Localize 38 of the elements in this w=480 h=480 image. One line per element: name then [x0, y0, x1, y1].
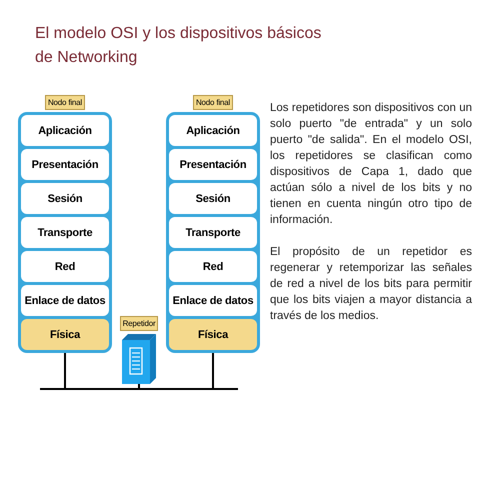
connection-line [212, 350, 214, 388]
layer-name: Sesión [48, 192, 82, 206]
layer-name: Enlace de datos [172, 294, 254, 308]
device-tag: Nodo final [192, 95, 234, 110]
device-tag: Nodo final [44, 95, 86, 110]
layer-name: Transporte [38, 226, 92, 240]
layer-name: Red [54, 260, 76, 274]
network-bus-line [40, 388, 238, 390]
connection-line [138, 384, 140, 388]
body-paragraph: Los repetidores son dispositivos con un solo puerto "de entrada" y un solo puerto "de salida". En el modelo OSI, los repetidores se clasifican como dispositivos de Capa 1, dado que actúan sólo a nivel de los bits y no tienen en cuenta ningún otro tipo de información. [270, 101, 472, 228]
osi-layer-box [169, 285, 257, 316]
layer-name: Física [198, 328, 228, 342]
body-paragraph: El propósito de un repetidor es regenerar y retemporizar las señales de red a nivel de los bits para permitir que los bits viajen a mayor distancia a través de los medios. [270, 245, 472, 324]
osi-layer-box [169, 251, 257, 282]
layer-name: Aplicación [186, 124, 240, 138]
osi-layer-box [169, 115, 257, 146]
slide-title: El modelo OSI y los dispositivos básicos de Networking [35, 24, 322, 68]
osi-layer-box [21, 251, 109, 282]
layer-name: Física [50, 328, 80, 342]
osi-layer-box [169, 183, 257, 214]
osi-layer-box [21, 115, 109, 146]
connection-line [64, 350, 66, 388]
osi-layer-box [21, 149, 109, 180]
osi-layer-box [21, 183, 109, 214]
layer-name: Presentación [180, 158, 246, 172]
osi-layer-box [21, 217, 109, 248]
layer-name: Aplicación [38, 124, 92, 138]
osi-layer-box [169, 217, 257, 248]
osi-layer-box [21, 285, 109, 316]
osi-layer-box [169, 319, 257, 350]
osi-layer-box [169, 149, 257, 180]
device-tag: Repetidor [120, 316, 158, 331]
layer-name: Enlace de datos [24, 294, 106, 308]
layer-name: Red [202, 260, 224, 274]
layer-name: Presentación [32, 158, 98, 172]
layer-name: Transporte [186, 226, 240, 240]
layer-name: Sesión [196, 192, 230, 206]
osi-layer-box [21, 319, 109, 350]
